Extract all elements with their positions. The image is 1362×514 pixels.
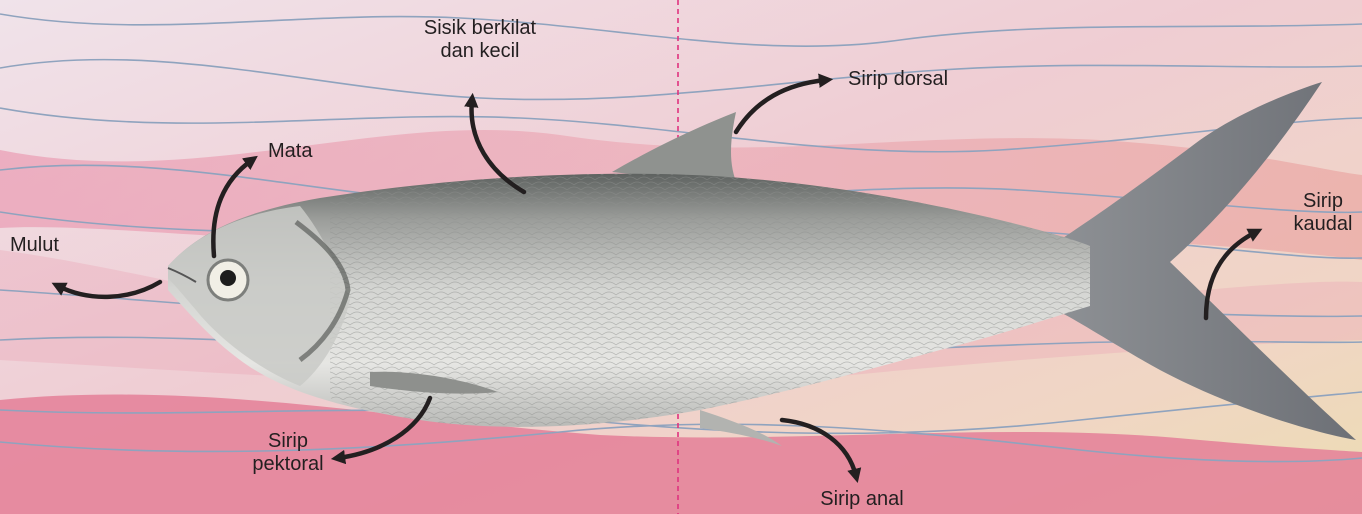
label-mouth: Mulut <box>10 234 59 257</box>
label-caudal-line1: Sirip <box>1290 190 1356 213</box>
label-pectoral-line1: Sirip <box>238 430 338 453</box>
label-caudal-line2: kaudal <box>1290 213 1356 236</box>
label-scales: Sisik berkilat dan kecil <box>410 17 550 63</box>
fish-pupil <box>220 270 236 286</box>
label-dorsal: Sirip dorsal <box>848 68 948 91</box>
label-pectoral-line2: pektoral <box>238 453 338 476</box>
label-scales-line2: dan kecil <box>410 40 550 63</box>
label-caudal: Sirip kaudal <box>1290 190 1356 236</box>
label-pectoral: Sirip pektoral <box>238 430 338 476</box>
label-anal: Sirip anal <box>812 488 912 511</box>
label-scales-line1: Sisik berkilat <box>410 17 550 40</box>
label-eye: Mata <box>268 140 312 163</box>
